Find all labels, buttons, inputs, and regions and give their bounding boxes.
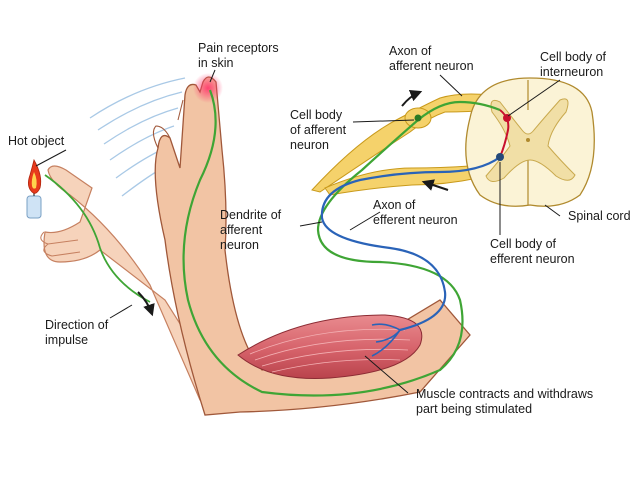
- label-pain-receptors: Pain receptors in skin: [198, 41, 279, 70]
- afferent-branch-ghost: [44, 174, 151, 303]
- leader-lines: [35, 69, 561, 394]
- pain-receptor-glow: [193, 73, 223, 103]
- afferent-neuron-path: [182, 89, 501, 397]
- arrow-impulse-direction: [137, 291, 155, 317]
- motion-lines: [89, 77, 186, 197]
- label-muscle-contracts: Muscle contracts and withdraws part bein…: [416, 387, 594, 416]
- efferent-neuron-path: [320, 156, 501, 332]
- label-direction-impulse: Direction of impulse: [45, 318, 109, 347]
- candle: [26, 190, 42, 219]
- label-spinal-cord: Spinal cord: [568, 209, 631, 223]
- label-cell-body-interneuron: Cell body of interneuron: [540, 50, 607, 79]
- label-axon-efferent: Axon of efferent neuron: [373, 198, 458, 227]
- ghost-arm: [40, 165, 226, 401]
- label-hot-object: Hot object: [8, 134, 65, 148]
- afferent-cell-body: [414, 114, 422, 122]
- efferent-nerve-endings: [371, 323, 401, 357]
- interneuron-cell-body: [503, 114, 511, 122]
- arrow-efferent-direction: [421, 179, 449, 191]
- biceps-muscle: [237, 314, 423, 379]
- label-axon-afferent: Axon of afferent neuron: [389, 44, 474, 73]
- spinal-cord: [465, 77, 595, 207]
- label-dendrite-afferent: Dendrite of afferent neuron: [220, 208, 282, 252]
- arrow-afferent-direction: [401, 89, 423, 107]
- label-cell-body-efferent: Cell body of efferent neuron: [490, 237, 575, 266]
- efferent-cell-body: [496, 153, 504, 161]
- label-cell-body-afferent: Cell body of afferent neuron: [290, 108, 347, 152]
